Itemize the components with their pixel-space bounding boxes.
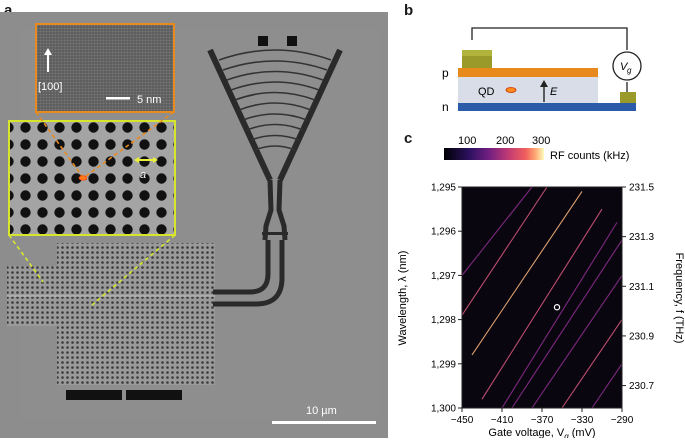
emission-line-3 (481, 208, 603, 400)
grating-coupler (218, 49, 332, 151)
x-tick-label-3: −330 (571, 415, 594, 426)
colorbar-tick-200: 200 (496, 135, 514, 147)
y-right-tick-label-1: 231.3 (629, 232, 654, 243)
sem-image: a [100] 5 nm 10 µm (0, 12, 388, 438)
y-tick-label-1: 1,296 (431, 227, 456, 238)
y-tick-label-4: 1,299 (431, 359, 456, 370)
y-axis-label: Wavelength, λ (nm) (397, 251, 409, 346)
main-scale-bar (272, 421, 376, 424)
emission-line-7 (561, 319, 623, 409)
y-right-tick-label-0: 231.5 (629, 182, 654, 193)
n-contact-pad (620, 92, 636, 103)
colorbar-gradient (444, 148, 544, 160)
p-layer (458, 68, 598, 77)
voltage-source-icon (612, 51, 642, 81)
colorbar-tick-300: 300 (532, 135, 550, 147)
colorbar-tick-100: 100 (458, 135, 476, 147)
zoom-inset-lattice (35, 23, 175, 113)
y-right-tick-label-4: 230.7 (629, 381, 654, 392)
vg-symbol: V (620, 61, 629, 73)
y-tick-label-5: 1,300 (431, 404, 456, 415)
heatmap-plot-area (462, 187, 622, 408)
vg-subscript: g (627, 66, 632, 75)
y-right-tick-label-2: 231.1 (629, 282, 654, 293)
main-scale-label: 10 µm (306, 405, 337, 417)
y-tick-label-3: 1,298 (431, 315, 456, 326)
zoom-inset-photonic-crystal (8, 120, 176, 236)
field-label: E (550, 86, 558, 98)
quantum-dot-marker (78, 175, 88, 181)
x-tick-label-2: −370 (531, 415, 554, 426)
emission-line-4 (501, 222, 618, 409)
colorbar: 100 200 300 RF counts (kHz) (436, 132, 666, 171)
emission-line-5 (511, 239, 623, 409)
panel-label-a: a (4, 2, 13, 19)
lattice-constant-label: a (140, 169, 146, 181)
n-label: n (442, 100, 449, 114)
device-schematic: V g QD E p n (440, 22, 660, 127)
x-tick-label-1: −410 (491, 415, 514, 426)
heatmap-chart: −450 −410 −370 −330 −290 1,295 1,296 1,297 1,298… (392, 170, 685, 443)
x-axis-label: Gate voltage, Vg (mV) (488, 427, 595, 438)
panel-label-c: c (404, 130, 413, 147)
emission-line-2 (471, 191, 583, 356)
colorbar-label: RF counts (kHz) (550, 150, 629, 162)
inset-scale-bar (106, 97, 130, 100)
y-right-tick-label-3: 230.9 (629, 331, 654, 342)
y-tick-label-0: 1,295 (431, 183, 456, 194)
y-right-axis-label: Frequency, f (THz) (673, 253, 685, 344)
x-tick-label-4: −290 (611, 415, 634, 426)
y-tick-label-2: 1,297 (431, 271, 456, 282)
emission-line-8 (591, 363, 623, 409)
direction-label: [100] (38, 81, 62, 93)
emission-line-0 (461, 186, 533, 276)
quantum-dot-icon (505, 87, 517, 93)
x-tick-label-0: −450 (451, 415, 474, 426)
panel-label-b: b (404, 2, 414, 19)
emission-line-6 (531, 275, 623, 409)
n-layer (458, 103, 636, 111)
qd-label: QD (478, 86, 495, 98)
emission-line-1 (461, 186, 548, 316)
inset-scale-label: 5 nm (137, 94, 161, 106)
selected-point-marker (553, 304, 561, 311)
p-label: p (442, 66, 449, 80)
intrinsic-layer (458, 77, 598, 103)
